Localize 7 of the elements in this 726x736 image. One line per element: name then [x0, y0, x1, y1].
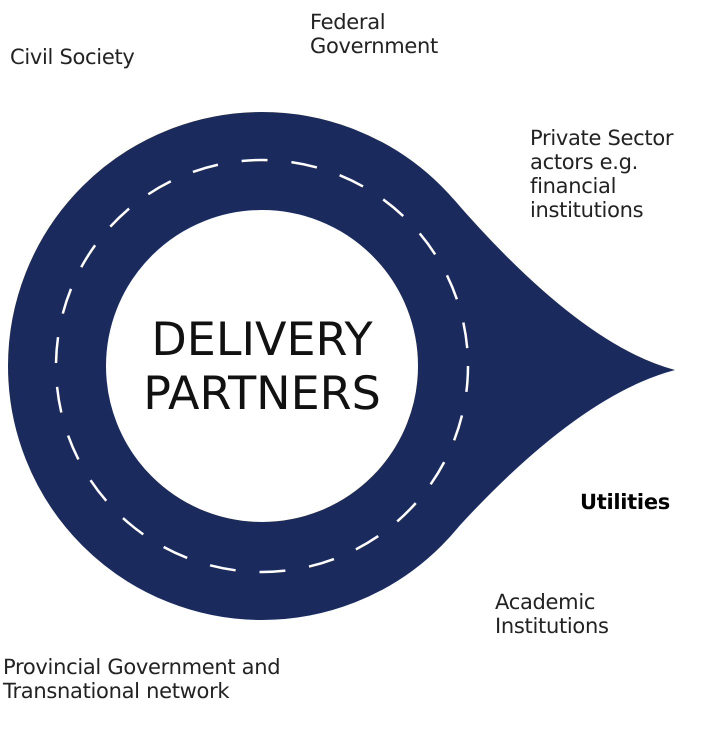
center-title: DELIVERY PARTNERS — [142, 312, 382, 420]
partner-label: Civil Society — [10, 45, 136, 69]
partner-label: Academic Institutions — [495, 590, 610, 638]
partner-label: Federal Government — [310, 10, 439, 58]
partner-label: Private Sector actors e.g. financial institutions — [530, 126, 674, 222]
partner-label: Utilities — [580, 490, 671, 514]
partner-label: Provincial Government and Transnational network — [3, 655, 282, 703]
